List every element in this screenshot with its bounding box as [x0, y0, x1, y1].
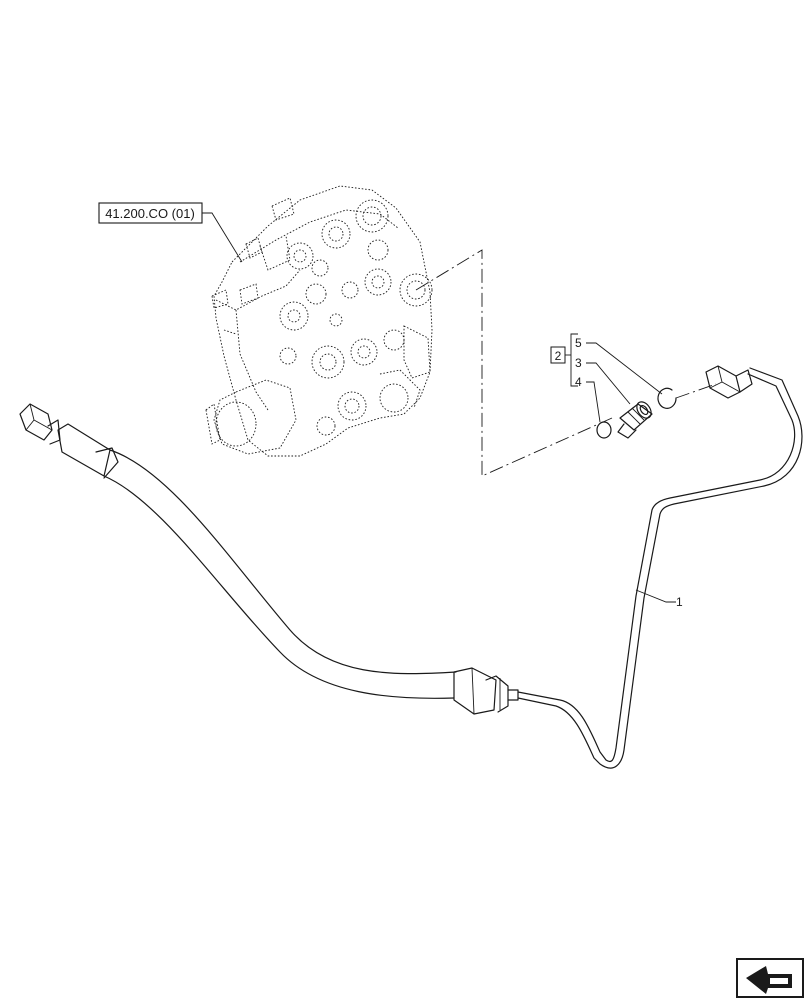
reference-leader-line: [202, 212, 243, 263]
kit-callout[interactable]: 2: [550, 333, 578, 387]
kit-number: 2: [555, 349, 562, 363]
callout-1: 1: [676, 595, 683, 609]
leader-5: [586, 342, 663, 395]
next-page-arrow-icon[interactable]: [736, 958, 804, 998]
leader-1: [635, 589, 676, 603]
leader-4: [586, 381, 601, 423]
control-valve-block: [205, 185, 433, 457]
alignment-centerline: [415, 249, 613, 477]
reference-callout[interactable]: 41.200.CO (01): [98, 202, 243, 263]
kit-bracket: [570, 333, 578, 387]
seal-ring-5: [657, 387, 677, 409]
hydraulic-hose-assembly: [19, 365, 803, 769]
reference-label: 41.200.CO (01): [105, 206, 195, 221]
callout-4: 4: [575, 375, 582, 389]
callout-5: 5: [575, 336, 582, 350]
o-ring-4: [596, 421, 612, 439]
adapter-fitting: [617, 401, 653, 439]
callout-3: 3: [575, 356, 582, 370]
leader-3: [586, 362, 631, 405]
